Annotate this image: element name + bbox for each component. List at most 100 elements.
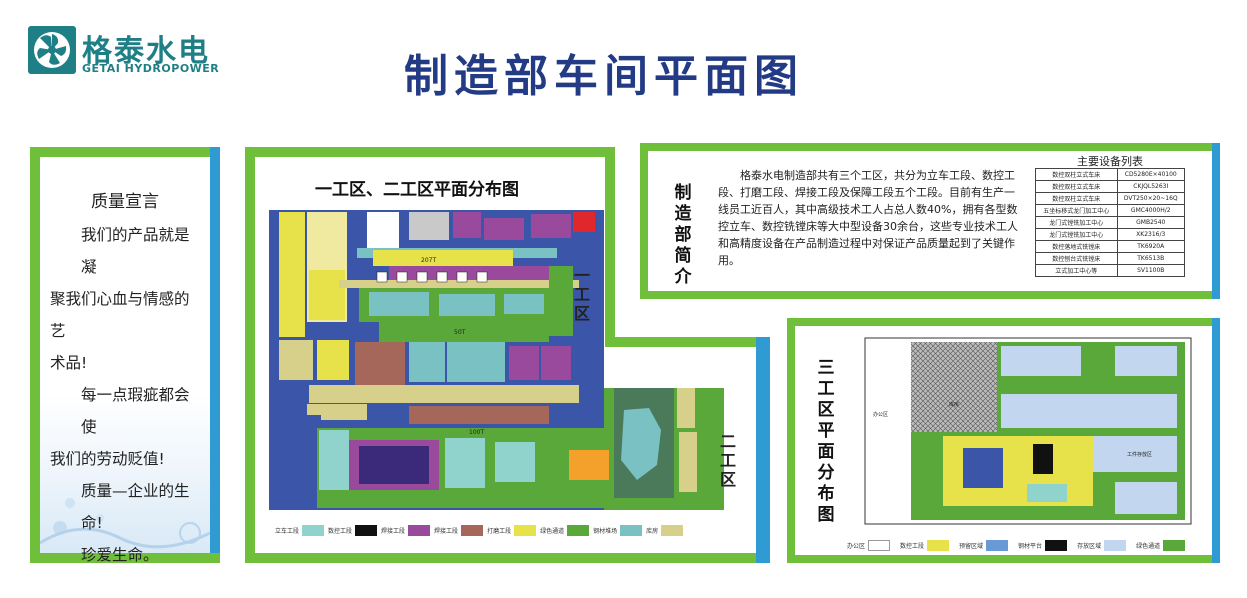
quality-line-6: 质量—企业的生命!	[81, 482, 190, 532]
equipment-name: 五坐标移式龙门加工中心	[1035, 204, 1118, 217]
legend-swatch	[868, 540, 891, 551]
legend-swatch	[302, 525, 325, 536]
legend-label: 绿色通道	[1136, 543, 1161, 550]
legend-swatch	[927, 540, 950, 551]
label-area: 工件存放区	[1127, 451, 1152, 458]
label-207t: 207T	[421, 257, 436, 264]
quality-declaration-panel: 质量宣言 我们的产品就是凝 聚我们心血与情感的艺 术品! 每一点瑕疵都会使 我们…	[30, 147, 220, 564]
equipment-model: CD5280E×40100	[1116, 168, 1185, 181]
legend-label: 库房	[646, 528, 659, 535]
legend-swatch	[1045, 540, 1068, 551]
page-title: 制造部车间平面图	[404, 51, 804, 102]
quality-line: 我们的产品就是凝 聚我们心血与情感的艺 术品! 每一点瑕疵都会使 我们的劳动贬值…	[50, 219, 204, 571]
brand-logo: 格泰水电 GETAI HYDROPOWER	[28, 26, 228, 78]
legend-label: 数控工段	[900, 543, 925, 550]
legend-item: 办公区	[847, 540, 891, 551]
intro-vertical-title: 制造部简介	[674, 183, 692, 287]
legend-swatch	[514, 525, 537, 536]
equipment-name: 龙门式镗铣加工中心	[1035, 228, 1118, 241]
equipment-model: TK6513B	[1116, 252, 1185, 265]
zone-1-text: 一工区	[573, 266, 590, 323]
quality-title: 质量宣言	[91, 192, 159, 212]
legend-item: 库房	[646, 525, 684, 536]
legend-item: 打磨工段	[487, 525, 537, 536]
legend-item: 钢材平台	[1018, 540, 1068, 551]
equipment-name: 立式加工中心等	[1035, 264, 1118, 277]
legend-swatch	[567, 525, 590, 536]
plan3-legend: 办公区 数控工段 预留区域 钢材平台 存放区域 绿色通道	[847, 540, 1186, 551]
equipment-name: 数控落地式铣镗床	[1035, 240, 1118, 253]
zone-2-text: 二工区	[719, 432, 736, 489]
quality-line-7: 珍爱生命。	[81, 546, 159, 564]
legend-label: 数控工段	[328, 528, 353, 535]
quality-line-2: 聚我们心血与情感的艺	[50, 290, 190, 340]
equipment-model: TK6920A	[1116, 240, 1185, 253]
legend-item: 立车工段	[275, 525, 325, 536]
legend-swatch	[986, 540, 1009, 551]
legend-label: 立车工段	[275, 528, 300, 535]
plan3-vertical-title: 三工区平面分布图	[817, 358, 835, 525]
equipment-name: 数控双柱立式车床	[1035, 168, 1118, 181]
legend-swatch	[355, 525, 378, 536]
legend-item: 存放区域	[1077, 540, 1127, 551]
legend-label: 预留区域	[959, 543, 984, 550]
legend-item: 绿色通道	[1136, 540, 1186, 551]
intro-paragraph: 格泰水电制造部共有三个工区，共分为立车工段、数控工段、打磨工段、焊接工段及保障工…	[718, 169, 1018, 267]
legend-item: 钢材堆场	[593, 525, 643, 536]
legend-label: 打磨工段	[487, 528, 512, 535]
equipment-name: 数控刨台式铣镗床	[1035, 252, 1118, 265]
legend-swatch	[1104, 540, 1127, 551]
equipment-name: 数控双柱立式车床	[1035, 192, 1118, 205]
equipment-model: XK2316/3	[1116, 228, 1185, 241]
zone-2-label: 二工区	[717, 432, 739, 489]
legend-label: 焊接工段	[434, 528, 459, 535]
legend-swatch	[461, 525, 484, 536]
legend-swatch	[408, 525, 431, 536]
equipment-model: CKJQL5263I	[1116, 180, 1185, 193]
equipment-name: 数控双柱立式车床	[1035, 180, 1118, 193]
quality-line-1: 我们的产品就是凝	[81, 226, 190, 276]
zone-3-floor-plan: 库房 办公区 工件存放区	[864, 337, 1192, 525]
legend-swatch	[1163, 540, 1186, 551]
legend-item: 预留区域	[959, 540, 1009, 551]
quality-line-3: 术品!	[50, 354, 88, 372]
equipment-model: GMC4000H/2	[1116, 204, 1185, 217]
label-50t: 50T	[454, 329, 466, 336]
quality-line-5: 我们的劳动贬值!	[50, 450, 165, 468]
legend-item: 数控工段	[900, 540, 950, 551]
equipment-model: DVT250×20~16Q	[1116, 192, 1185, 205]
department-intro-panel: 制造部简介 格泰水电制造部共有三个工区，共分为立车工段、数控工段、打磨工段、焊接…	[640, 143, 1220, 299]
label-office: 办公区	[873, 411, 888, 418]
legend-item: 绿色通道	[540, 525, 590, 536]
legend-label: 钢材堆场	[593, 528, 618, 535]
brand-name-cn: 格泰水电	[82, 34, 210, 69]
legend-label: 钢材平台	[1018, 543, 1043, 550]
legend-label: 办公区	[847, 543, 866, 550]
plan1-title: 一工区、二工区平面分布图	[315, 180, 519, 200]
legend-label: 焊接工段	[381, 528, 406, 535]
zone-3-plan-panel: 三工区平面分布图 库房 办公区 工件存放区 办公区 数控工段 预留区域 钢材平台…	[787, 318, 1220, 563]
zone-1-label: 一工区	[571, 266, 593, 323]
legend-swatch	[661, 525, 684, 536]
equipment-name: 龙门式镗铣加工中心	[1035, 216, 1118, 229]
label-100t: 100T	[469, 429, 484, 436]
turbine-logo-icon	[28, 26, 76, 74]
label-store: 库房	[949, 401, 959, 408]
legend-item: 焊接工段	[434, 525, 484, 536]
legend-item: 焊接工段	[381, 525, 431, 536]
equipment-model: SV1100B	[1116, 264, 1185, 277]
equipment-model: GMB2540	[1116, 216, 1185, 229]
legend-label: 存放区域	[1077, 543, 1102, 550]
water-splash-graphic	[40, 485, 210, 549]
legend-item: 数控工段	[328, 525, 378, 536]
